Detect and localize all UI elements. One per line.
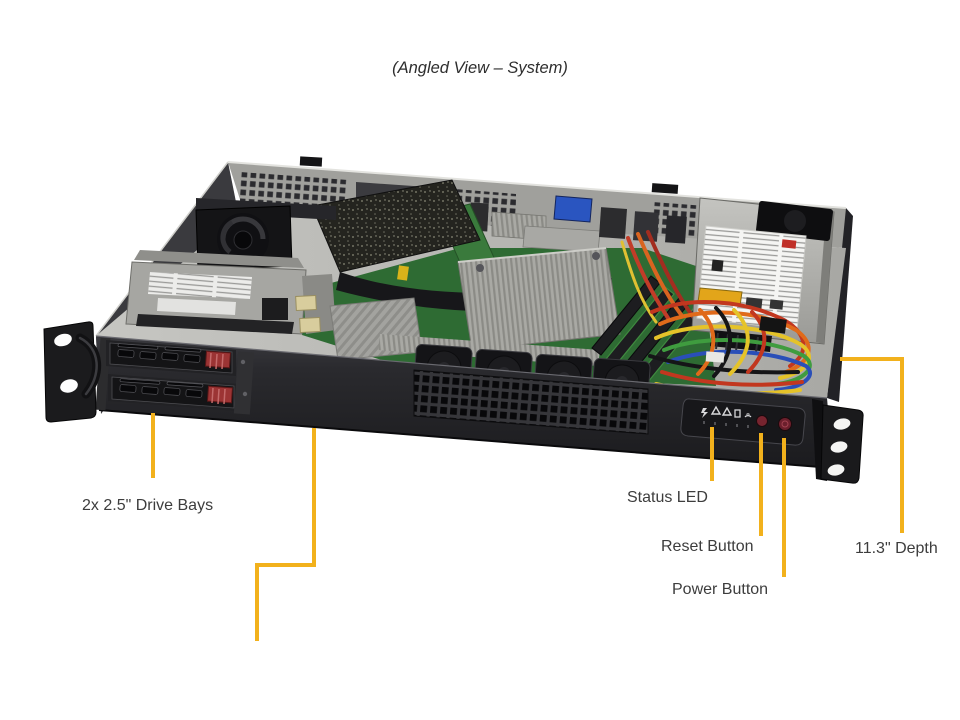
- label-reset-button: Reset Button: [661, 538, 754, 555]
- ear-hole: [54, 333, 72, 347]
- drive-trays: [95, 337, 255, 415]
- hdd-led-icon: [734, 409, 741, 418]
- fan-hub: [233, 230, 253, 250]
- rear-latch-tab: [299, 156, 323, 167]
- psu-brand-mark: [781, 239, 797, 249]
- front-bezel: [95, 335, 834, 469]
- chassis-right-wall: [827, 208, 853, 402]
- vga-connector: [553, 195, 593, 223]
- drive-tray-2: [108, 374, 238, 411]
- drive-cage: [125, 250, 336, 335]
- callout-line-front-chassis: [255, 428, 316, 641]
- rear-top-edge: [227, 161, 847, 209]
- nic1-led-icon: [710, 405, 722, 415]
- front-io-header: [295, 294, 317, 312]
- cage-slot: [136, 314, 294, 334]
- power-led-icon: [744, 413, 752, 418]
- gpu-yellow-clip: [397, 265, 409, 281]
- io-heatsink-wide: [522, 225, 601, 253]
- drive-tray-1: [106, 340, 236, 376]
- ear-hole-3: [833, 418, 851, 430]
- power-button-control: [778, 417, 792, 431]
- reset-button-control: [756, 415, 768, 427]
- info-led-icon: [701, 408, 708, 418]
- label-power-button: Power Button: [672, 581, 769, 598]
- ear-hole-4: [830, 441, 848, 453]
- tray-release-latch-2: [206, 385, 233, 404]
- rack-ear-left: [43, 321, 102, 423]
- psu-qr-code: [711, 259, 724, 272]
- figure-title: (Angled View – System): [392, 59, 568, 77]
- left-rail-highlight: [95, 161, 229, 337]
- callout-lines: [151, 357, 904, 641]
- ear-hole-5: [827, 464, 845, 476]
- tray-release-latch: [204, 350, 231, 369]
- label-depth: 11.3" Depth: [855, 540, 938, 557]
- label-status-led: Status LED: [627, 489, 708, 506]
- nic2-led-icon: [721, 406, 733, 416]
- rack-ear-right: [812, 399, 864, 484]
- front-vent-grid: [413, 369, 649, 435]
- ear-hole-2: [60, 379, 78, 393]
- power-button-ring: [781, 420, 789, 428]
- gpu-pcb: [311, 179, 481, 273]
- callout-line-depth: [840, 357, 904, 533]
- rear-latch-tab-2: [651, 183, 679, 194]
- rear-io-cluster: [469, 195, 687, 253]
- atx-connector: [759, 316, 787, 334]
- status-led-icons: [701, 405, 752, 428]
- server-chassis: [43, 156, 864, 484]
- label-drive-bays: 2x 2.5" Drive Bays: [82, 497, 214, 514]
